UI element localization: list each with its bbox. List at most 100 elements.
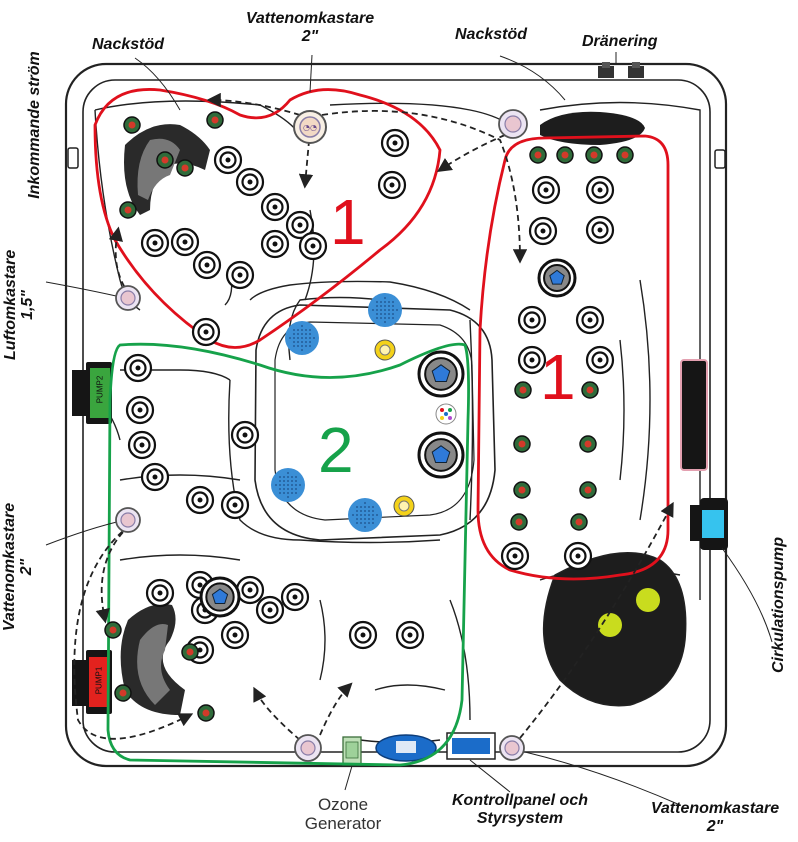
zone1-left-number: 1 [330,186,366,258]
pump1-label: PUMP1 [94,666,104,695]
jet-small [176,159,194,177]
jet-ring [563,541,593,571]
jet-ring [140,462,170,492]
jet-small [579,435,597,453]
label-water-diverter-top: Vattenomkastare 2" [245,10,375,46]
foot-jet-blue [285,321,319,355]
jet-ring [235,167,265,197]
label-water-diverter-left-text: Vattenomkastare [1,502,18,632]
jet-large [537,258,577,298]
label-neckrest-right: Nackstöd [455,26,528,43]
label-water-diverter-left-size: 2" [18,558,35,576]
jet-ring [531,175,561,205]
jet-small [579,481,597,499]
label-air-diverter-size: 1,5" [19,290,36,320]
jet-ring [145,578,175,608]
jet-ring [127,430,157,460]
jet-ring [298,231,328,261]
plumbing-dashed-lines [73,92,674,741]
label-neckrest-left: Nackstöd [92,36,165,53]
jet-ring [220,490,250,520]
foot-jet-blue [348,498,382,532]
jet-ring [123,353,153,383]
label-air-diverter: Luftomkastare 1,5" [2,250,36,360]
jet-ring [230,420,260,450]
label-drain: Dränering [582,33,658,50]
jet-ring [185,485,215,515]
footwell-outline [254,304,496,541]
jet-small [556,146,574,164]
label-ozone-line2: Generator [304,814,382,833]
svg-text:◔◔: ◔◔ [303,123,317,132]
jet-ring [585,345,615,375]
label-water-diverter-bottom-size: 2" [706,818,724,835]
jet-ring [285,210,315,240]
jet-ring [380,128,410,158]
jet-ring [500,541,530,571]
jet-small [156,151,174,169]
label-control-line2: Styrsystem [476,810,564,827]
jet-small [114,684,132,702]
jet-ring [235,575,265,605]
jet-small [513,481,531,499]
jets-layer [104,111,634,722]
label-water-diverter-top-size: 2" [301,28,319,45]
jet-ring [280,582,310,612]
circulation-pump-body [690,498,728,550]
jet-ring [260,229,290,259]
jet-small [570,513,588,531]
jet-ring [585,175,615,205]
jet-small [585,146,603,164]
label-control-panel: Kontrollpanel och Styrsystem [430,792,610,828]
jet-yellow [374,339,396,361]
label-ozone-line1: Ozone [317,795,369,814]
label-ozone-generator: Ozone Generator [283,795,403,833]
jet-small [616,146,634,164]
jet-ring [140,228,170,258]
pump2-label: PUMP2 [95,375,105,404]
jet-ring [255,595,285,625]
label-circulation-pump: Cirkulationspump [770,537,787,674]
jet-small [529,146,547,164]
jet-large [417,350,465,398]
jet-yellow [393,495,415,517]
jet-ring [528,216,558,246]
light-right [636,588,660,612]
water-diverter-left [115,507,141,533]
jet-small [119,201,137,219]
label-air-diverter-text: Luftomkastare [2,249,19,360]
drain-connector [598,62,644,78]
jet-ring [517,345,547,375]
jet-ring [585,215,615,245]
label-leader-lines [45,52,773,806]
jet-ring [395,620,425,650]
jet-ring [348,620,378,650]
label-incoming-power: Inkommande ström [26,51,43,199]
jet-small [206,111,224,129]
zone2-number: 2 [318,414,354,486]
jet-small [513,435,531,453]
jet-small [181,643,199,661]
diverter-top-right [498,109,528,139]
neckrest-bottom-left-inner [137,624,170,705]
jet-small [581,381,599,399]
zone1-right-number: 1 [540,341,576,413]
air-diverter [115,285,141,311]
foot-jet-blue [271,468,305,502]
multicolor-light [435,403,457,425]
label-control-line1: Kontrollpanel och [452,792,588,809]
jet-large [417,431,465,479]
jet-large [199,576,241,618]
zone1-left-outline [93,88,442,349]
jet-ring [170,227,200,257]
incoming-power-connector [67,147,79,169]
label-water-diverter-left: Vattenomkastare 2" [1,497,35,637]
water-diverter-bottom-mid [294,734,322,762]
jet-ring [575,305,605,335]
jet-ring [213,145,243,175]
foot-jet-blue [368,293,402,327]
label-water-diverter-top-text: Vattenomkastare [245,10,375,27]
wall-connector-right [714,149,726,169]
